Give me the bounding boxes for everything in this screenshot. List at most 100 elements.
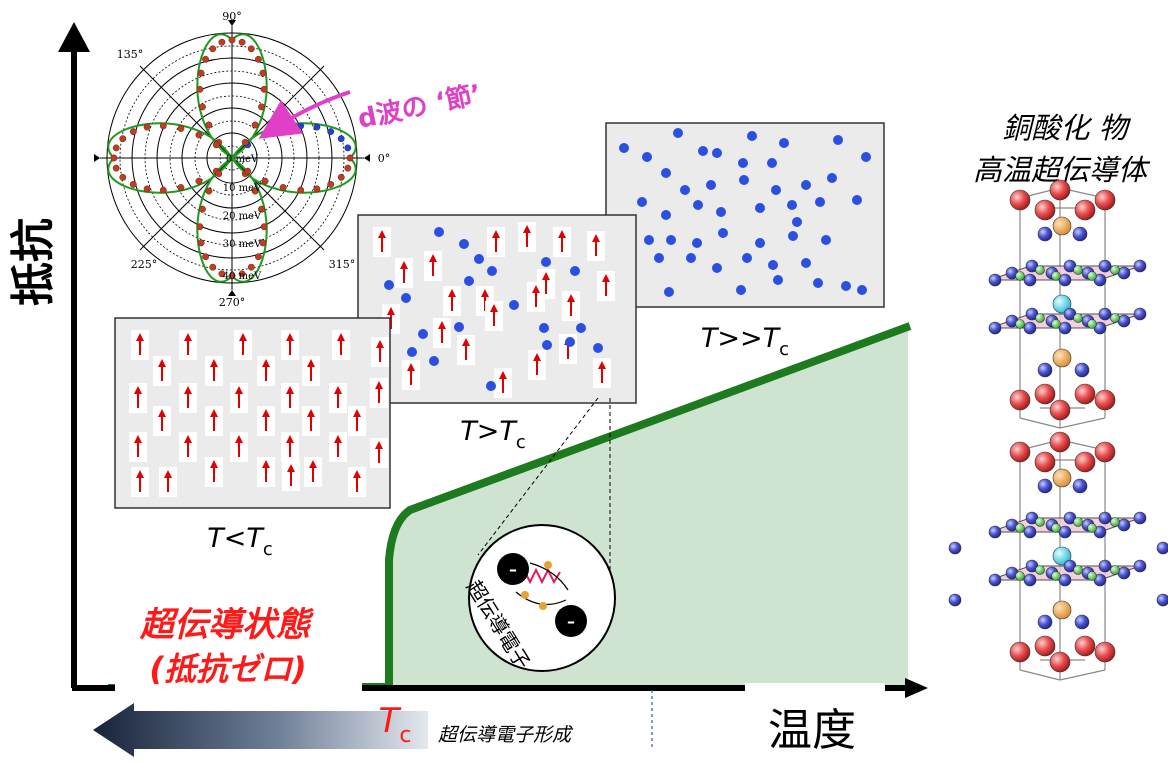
crystal-bond xyxy=(1059,669,1106,681)
oxygen-atom xyxy=(1023,273,1037,287)
oxygen-atom xyxy=(1156,593,1168,607)
copper-atom xyxy=(1035,265,1045,275)
gap-point-red xyxy=(241,138,249,146)
spin-arrow-head xyxy=(400,261,408,269)
copper-atom xyxy=(1035,517,1045,527)
panel-far-above-tc-label: T>>Tc xyxy=(701,323,789,360)
zoom-lines xyxy=(477,397,611,590)
free-electron-dot xyxy=(815,197,825,207)
free-electron-dot xyxy=(570,266,580,276)
gap-point-red xyxy=(112,164,120,172)
lanthanum-atom xyxy=(1049,399,1071,421)
free-electron-dot xyxy=(686,253,696,263)
lanthanum-atom xyxy=(1074,451,1096,473)
oxygen-atom xyxy=(1133,559,1147,573)
lanthanum-atom xyxy=(1074,635,1096,657)
spin-arrow-head xyxy=(523,225,531,233)
pair-formation-label: 超伝導電子形成 xyxy=(438,724,574,746)
free-electron-dot xyxy=(706,180,716,190)
lanthanum-atom xyxy=(1049,431,1071,453)
gap-point-red xyxy=(129,180,137,188)
free-electron-dot xyxy=(801,180,811,190)
free-electron-dot xyxy=(742,253,752,263)
free-electron-dot xyxy=(801,258,811,268)
lanthanum-atom xyxy=(1034,383,1056,405)
free-electron-dot xyxy=(539,323,549,333)
gap-point-red xyxy=(327,180,335,188)
node-annotation-arrow xyxy=(258,90,351,139)
oxygen-atom xyxy=(1098,559,1112,573)
spin-arrow-head xyxy=(429,254,437,262)
apical-oxygen xyxy=(1037,614,1053,630)
node-annotation-label: d波の ‘節’ xyxy=(355,78,484,134)
free-electron-dot xyxy=(712,148,722,158)
spin-arrow-head xyxy=(353,470,361,478)
spin-arrow-head xyxy=(375,441,383,449)
gap-point-red xyxy=(279,184,287,191)
free-electron-dot xyxy=(747,131,757,141)
spin-arrow-head xyxy=(184,386,192,394)
gap-point-red xyxy=(112,144,120,152)
spin-arrow-head xyxy=(235,435,243,443)
free-electron-dot xyxy=(454,322,464,332)
superconducting-state-title: 超伝導状態 xyxy=(139,605,315,645)
copper-atom xyxy=(1051,319,1061,329)
free-electron-dot xyxy=(738,158,748,168)
free-electron-dot xyxy=(821,235,831,245)
spin-arrow-head xyxy=(210,409,218,417)
cooper-pair-inset: – – 超伝導電子 xyxy=(462,524,616,673)
spin-arrow-head xyxy=(134,386,142,394)
cooling-direction-arrow xyxy=(93,703,428,757)
free-electron-dot xyxy=(619,143,629,153)
spin-arrow-head xyxy=(262,409,270,417)
oxygen-atom xyxy=(1117,314,1131,328)
gap-point-red xyxy=(258,205,265,213)
lanthanum-atom xyxy=(1034,451,1056,473)
oxygen-atom xyxy=(1058,321,1072,335)
oxygen-atom xyxy=(1117,518,1131,532)
y-axis-label: 抵抗 xyxy=(8,218,59,306)
spin-arrow-head xyxy=(438,321,446,329)
gap-point-red xyxy=(196,223,204,231)
spin-arrow-head xyxy=(158,409,166,417)
angle-label-90: 90° xyxy=(222,10,242,23)
electron-right xyxy=(555,605,587,637)
electron-left-charge: – xyxy=(509,560,517,579)
y-axis-arrowhead xyxy=(58,22,90,52)
gap-point-blue xyxy=(297,122,305,130)
free-electron-dot xyxy=(429,356,439,366)
copper-atom xyxy=(1073,517,1083,527)
lanthanum-atom xyxy=(1009,441,1031,463)
free-electron-dot xyxy=(541,257,551,267)
spin-arrow-head xyxy=(286,435,294,443)
copper-atom xyxy=(1110,265,1120,275)
gap-point-red xyxy=(199,103,206,111)
spin-arrow-head xyxy=(376,340,384,348)
gap-point-red xyxy=(259,69,267,77)
lanthanum-atom xyxy=(1009,641,1031,663)
gap-point-red xyxy=(259,239,267,247)
lanthanum-atom xyxy=(1094,389,1116,411)
material-title-line1: 銅酸化 物 xyxy=(1002,111,1131,145)
free-electron-dot xyxy=(693,200,703,210)
copper-atom xyxy=(1087,271,1097,281)
spin-arrow-head xyxy=(136,333,144,341)
oxygen-atom xyxy=(1023,525,1037,539)
spin-arrow-head xyxy=(602,274,610,282)
free-electron-dot xyxy=(384,280,394,290)
dopant-atom xyxy=(1052,600,1072,620)
oxygen-atom xyxy=(1058,525,1072,539)
free-electron-dot xyxy=(857,285,867,295)
lanthanum-atom xyxy=(1049,179,1071,201)
free-electron-dot xyxy=(833,135,843,145)
spin-arrow-head xyxy=(210,460,218,468)
oxygen-atom xyxy=(1133,259,1147,273)
spin-arrow-head xyxy=(353,409,361,417)
lanthanum-atom xyxy=(1094,641,1116,663)
free-electron-dot xyxy=(542,340,552,350)
gap-point-blue xyxy=(337,135,345,143)
angle-label-270: 270° xyxy=(219,296,246,309)
oxygen-atom xyxy=(1023,321,1037,335)
spin-arrow-head xyxy=(334,386,342,394)
spin-arrow-head xyxy=(239,333,247,341)
